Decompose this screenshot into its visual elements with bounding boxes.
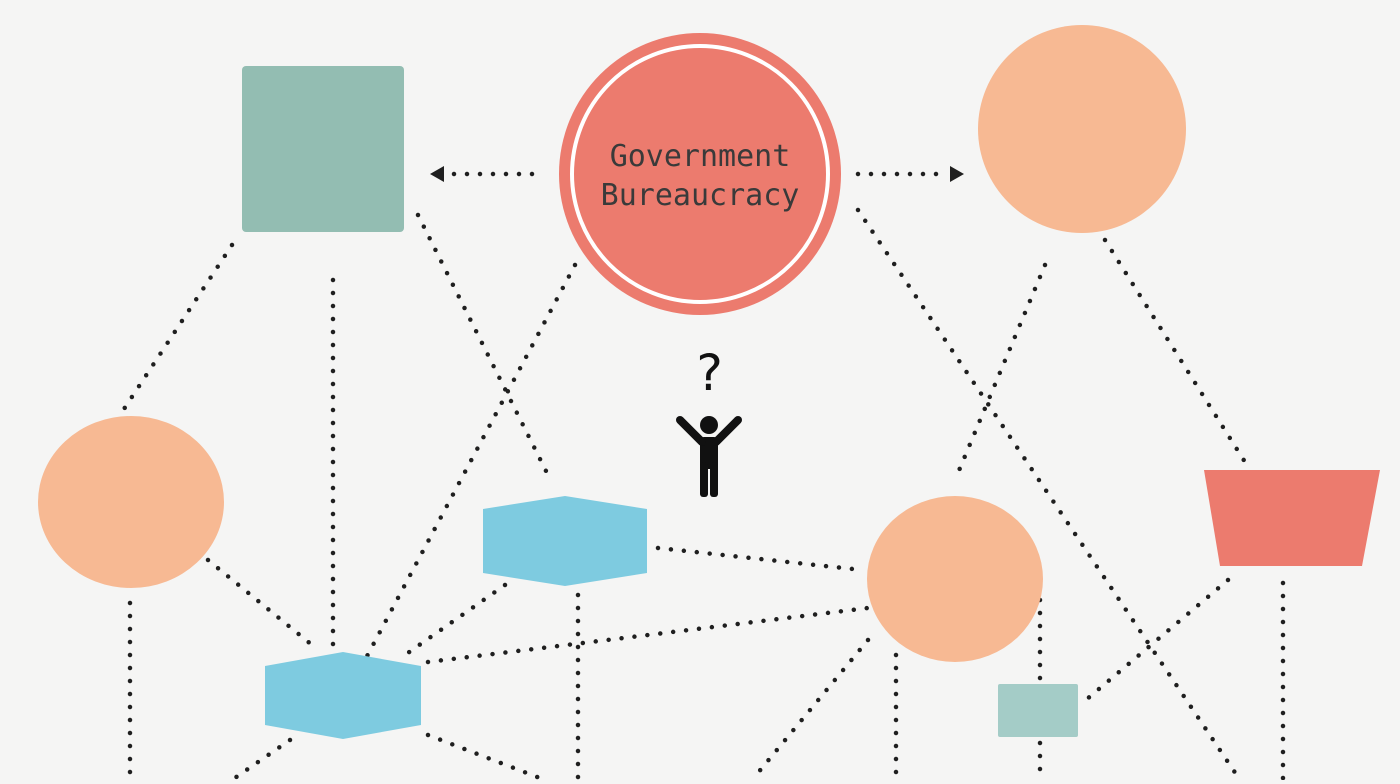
center-label-line1: Government: [610, 139, 791, 174]
question-mark: ?: [694, 344, 724, 402]
node-small-rectangle: [998, 684, 1078, 737]
connector-center-hexagon-to-lower-hexagon: [402, 582, 508, 658]
node-hexagon-center: [483, 496, 647, 586]
connector-center-hexagon-to-mid-circle: [655, 545, 865, 573]
node-circle-middle-right: [867, 496, 1043, 662]
connectors: [119, 171, 1286, 783]
center-label-line2: Bureaucracy: [601, 178, 800, 213]
connector-lower-hexagon-to-mid-circle: [425, 605, 871, 665]
node-trapezoid-right: [1204, 470, 1380, 566]
node-hexagon-lower-left: [265, 652, 421, 739]
arrowhead-left-icon: [430, 166, 444, 182]
connector-left-circle-to-lower-hexagon: [205, 557, 315, 648]
connector-lower-hexagon-bottom-right: [425, 732, 548, 783]
node-circle-left: [38, 416, 224, 588]
connector-top-right-circle-to-trapezoid: [1102, 237, 1248, 465]
connector-mid-circle-bottom-left: [749, 637, 871, 783]
connector-trapezoid-to-small-rect: [1077, 577, 1231, 708]
connector-center-to-bottom-right: [855, 207, 1243, 783]
node-government-bureaucracy: Government Bureaucracy: [559, 33, 841, 315]
connector-lower-hexagon-bottom-left: [229, 737, 293, 783]
connector-square-to-left-circle: [119, 242, 235, 415]
arrowhead-right-icon: [950, 166, 964, 182]
connector-center-to-lower-hexagon: [362, 262, 578, 663]
center-node-outer-ring: [559, 33, 841, 315]
node-circle-top-right: [978, 25, 1186, 233]
center-node-white-ring: [570, 44, 830, 304]
node-square-top-left: [242, 66, 404, 232]
person-arms-raised-icon: [676, 416, 742, 497]
connector-top-right-circle-to-mid-circle: [952, 262, 1048, 483]
